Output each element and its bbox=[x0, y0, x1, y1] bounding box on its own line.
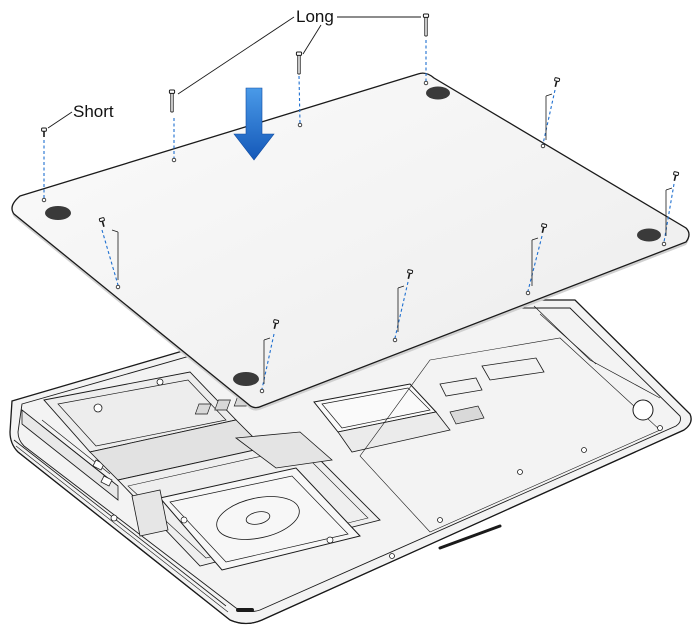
front-slot bbox=[438, 524, 502, 550]
fan bbox=[632, 399, 654, 421]
board-connector-2 bbox=[481, 357, 545, 381]
rubber-foot bbox=[426, 86, 450, 100]
alignment-guides bbox=[43, 40, 675, 390]
laptop-base bbox=[9, 299, 692, 625]
cable bbox=[234, 431, 333, 469]
screw-icon bbox=[422, 13, 430, 37]
screw-icon bbox=[671, 170, 680, 183]
front-notch bbox=[236, 608, 254, 612]
hard-drive bbox=[159, 467, 361, 571]
screw-icon bbox=[295, 51, 303, 75]
rubber-foot bbox=[233, 372, 259, 386]
logic-board bbox=[359, 337, 661, 533]
short-screw-label: Short bbox=[73, 102, 114, 121]
screw-holes bbox=[41, 80, 667, 394]
mounting-points bbox=[389, 425, 663, 559]
callout-leaders bbox=[47, 16, 421, 129]
screw-icon bbox=[168, 89, 176, 113]
rubber-foot bbox=[637, 228, 661, 242]
screw-icon bbox=[552, 76, 561, 89]
reference-lines bbox=[111, 93, 673, 384]
down-arrow-icon bbox=[233, 87, 275, 161]
screw-icon bbox=[40, 127, 48, 138]
board-connector bbox=[439, 377, 483, 397]
drive-bracket bbox=[131, 489, 169, 537]
bottom-case-panel bbox=[11, 72, 690, 411]
long-screws-label: Long bbox=[296, 7, 334, 26]
base-front-edge bbox=[17, 429, 685, 625]
rubber-foot bbox=[45, 206, 71, 220]
